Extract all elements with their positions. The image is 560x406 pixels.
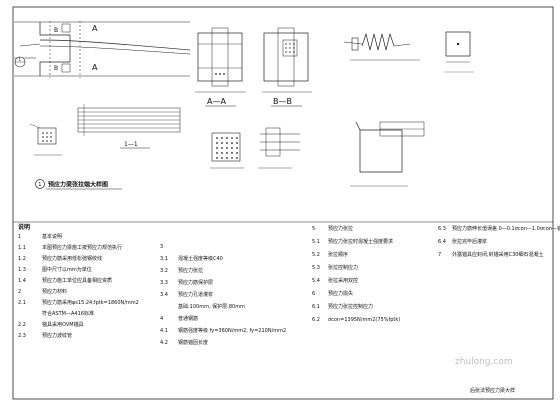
beam-elevation: A A B B 1: [14, 21, 191, 78]
spiral-reinforcement-detail: [343, 32, 420, 61]
note-text: 预应力筋保护层: [178, 279, 213, 286]
note-number: 2.1: [18, 300, 26, 306]
view-label-1-1: 1—1: [124, 141, 138, 148]
note-text: 张拉完毕后灌浆: [452, 238, 487, 245]
note-number: 6.1: [312, 304, 320, 310]
note-number: 5.4: [312, 278, 320, 284]
anchor-plate-view: [29, 123, 62, 156]
note-number: 3.1: [160, 256, 168, 262]
end-block-detail: [350, 121, 425, 187]
note-text: 张拉采用双控: [328, 277, 358, 284]
note-number: 1.1: [18, 245, 26, 251]
note-text: 预应力筋采用φs15.24,fptk=1860N/mm2: [42, 299, 139, 306]
notes-heading: 说明: [18, 223, 30, 231]
note-number: 4.2: [160, 340, 168, 346]
note-number: 1: [18, 234, 21, 240]
note-number: 2.2: [18, 322, 26, 328]
section-a-a: A—A: [195, 27, 246, 107]
note-text: 预应力张拉控制应力: [328, 303, 373, 310]
note-text: 预应力张拉: [328, 225, 353, 232]
section-mark-b-bottom: B: [54, 65, 58, 72]
note-number: 6.4: [438, 239, 446, 245]
note-text: 钢筋强度等级 fy=360N/mm2, fy=210N/mm2: [178, 327, 286, 334]
note-number: 3.2: [160, 268, 168, 274]
view-label-b-b: B—B: [273, 97, 292, 106]
notes-column-3: 5 预应力张拉 5.1 预应力张拉时混凝土强度要求 5.2 张拉顺序 5.3 张拉控制应力 5.…: [312, 225, 400, 323]
note-number: 3.3: [160, 280, 168, 286]
note-number: 6.2: [312, 317, 320, 323]
note-text: 基础:100mm, 保护层:80mm: [178, 303, 245, 310]
detail-callout-number: 1: [19, 57, 22, 62]
note-text: 预应力筋采用低松弛钢绞线: [42, 255, 102, 262]
note-text: 预应力孔道灌浆: [178, 291, 213, 298]
anchor-grid-detail: [210, 132, 244, 169]
note-number: 1.3: [18, 267, 26, 273]
note-text: 张拉顺序: [328, 251, 348, 258]
note-text: 预应力材料: [42, 288, 67, 295]
section-mark-b-top: B: [54, 27, 58, 34]
note-text: 图中尺寸以mm为单位: [42, 266, 92, 273]
note-number: 3.4: [160, 292, 168, 298]
note-number: 5.3: [312, 265, 320, 271]
note-text: 基本说明: [42, 233, 62, 240]
notes-column-1: 1 基本说明 1.1 本图预应力梁施工按预应力规范执行 1.2 预应力筋采用低松弛钢绞线 1…: [18, 233, 139, 339]
note-text: 预应力波纹管: [42, 332, 72, 339]
note-number: 5.2: [312, 252, 320, 258]
note-number: 6.3: [438, 226, 446, 232]
note-number: 4.1: [160, 328, 168, 334]
sheet-title: 后张法预应力梁大样: [470, 387, 515, 394]
notes-column-2: 3 3.1 混凝土强度等级C40 3.2 预应力张拉 3.3 预应力筋保护层 3.4 预应力孔道…: [160, 244, 286, 346]
note-text: 混凝土强度等级C40: [178, 255, 223, 262]
note-number: 7: [438, 252, 441, 258]
note-text: 普通钢筋: [178, 315, 198, 322]
note-number: 2: [18, 289, 21, 295]
anchor-square-plate: [444, 31, 474, 73]
note-text: 预应力筋伸长值误差 0—0.1σcon—1.0σcon—锚固: [452, 225, 560, 232]
note-text: 本图预应力梁施工按预应力规范执行: [42, 244, 122, 251]
detail-title-text: 预应力梁张拉端大样图: [48, 181, 108, 189]
embedded-plate-detail: [258, 127, 300, 169]
note-text: 钢筋锚固长度: [178, 339, 208, 346]
note-number: 1.2: [18, 256, 26, 262]
notes-column-4: 6.3 预应力筋伸长值误差 0—0.1σcon—1.0σcon—锚固 6.4 张拉完毕…: [438, 225, 560, 258]
detail-title-number: 1: [38, 182, 41, 188]
note-text: 锚具采用OVM锚具: [42, 321, 84, 328]
sheet-border: [12, 6, 554, 400]
note-text: 符合ASTM—A416标准: [42, 310, 94, 317]
notes-block: 说明 1 基本说明 1.1 本图预应力梁施工按预应力规范执行 1.2 预应力筋采用低松弛钢…: [18, 223, 560, 346]
note-number: 3: [160, 244, 163, 250]
section-1-1: 1—1: [77, 104, 181, 149]
view-label-a-a: A—A: [207, 97, 226, 106]
note-number: 2.3: [18, 333, 26, 339]
note-number: 5.1: [312, 239, 320, 245]
note-number: 4: [160, 316, 163, 322]
note-number: 5: [312, 226, 315, 232]
section-b-b: B—B: [262, 27, 312, 107]
note-text: 预应力张拉时混凝土强度要求: [328, 238, 393, 245]
section-mark-a-top: A: [92, 24, 98, 33]
section-mark-a-bottom: A: [92, 63, 98, 72]
watermark: zhulong.com: [455, 357, 513, 367]
detail-title: 1 预应力梁张拉端大样图: [35, 179, 122, 190]
note-text: 张拉控制应力: [328, 264, 358, 271]
note-text: 外露锚具应封闭,封锚采用C30细石混凝土: [452, 251, 543, 258]
note-text: 预应力施工单位应具备相应资质: [42, 277, 112, 284]
note-text: 预应力损失: [328, 290, 353, 297]
note-text: 预应力张拉: [178, 267, 203, 274]
note-number: 1.4: [18, 278, 26, 284]
note-text: σcon=1395N/mm2(75%fptk): [328, 317, 400, 323]
note-number: 6: [312, 291, 315, 297]
